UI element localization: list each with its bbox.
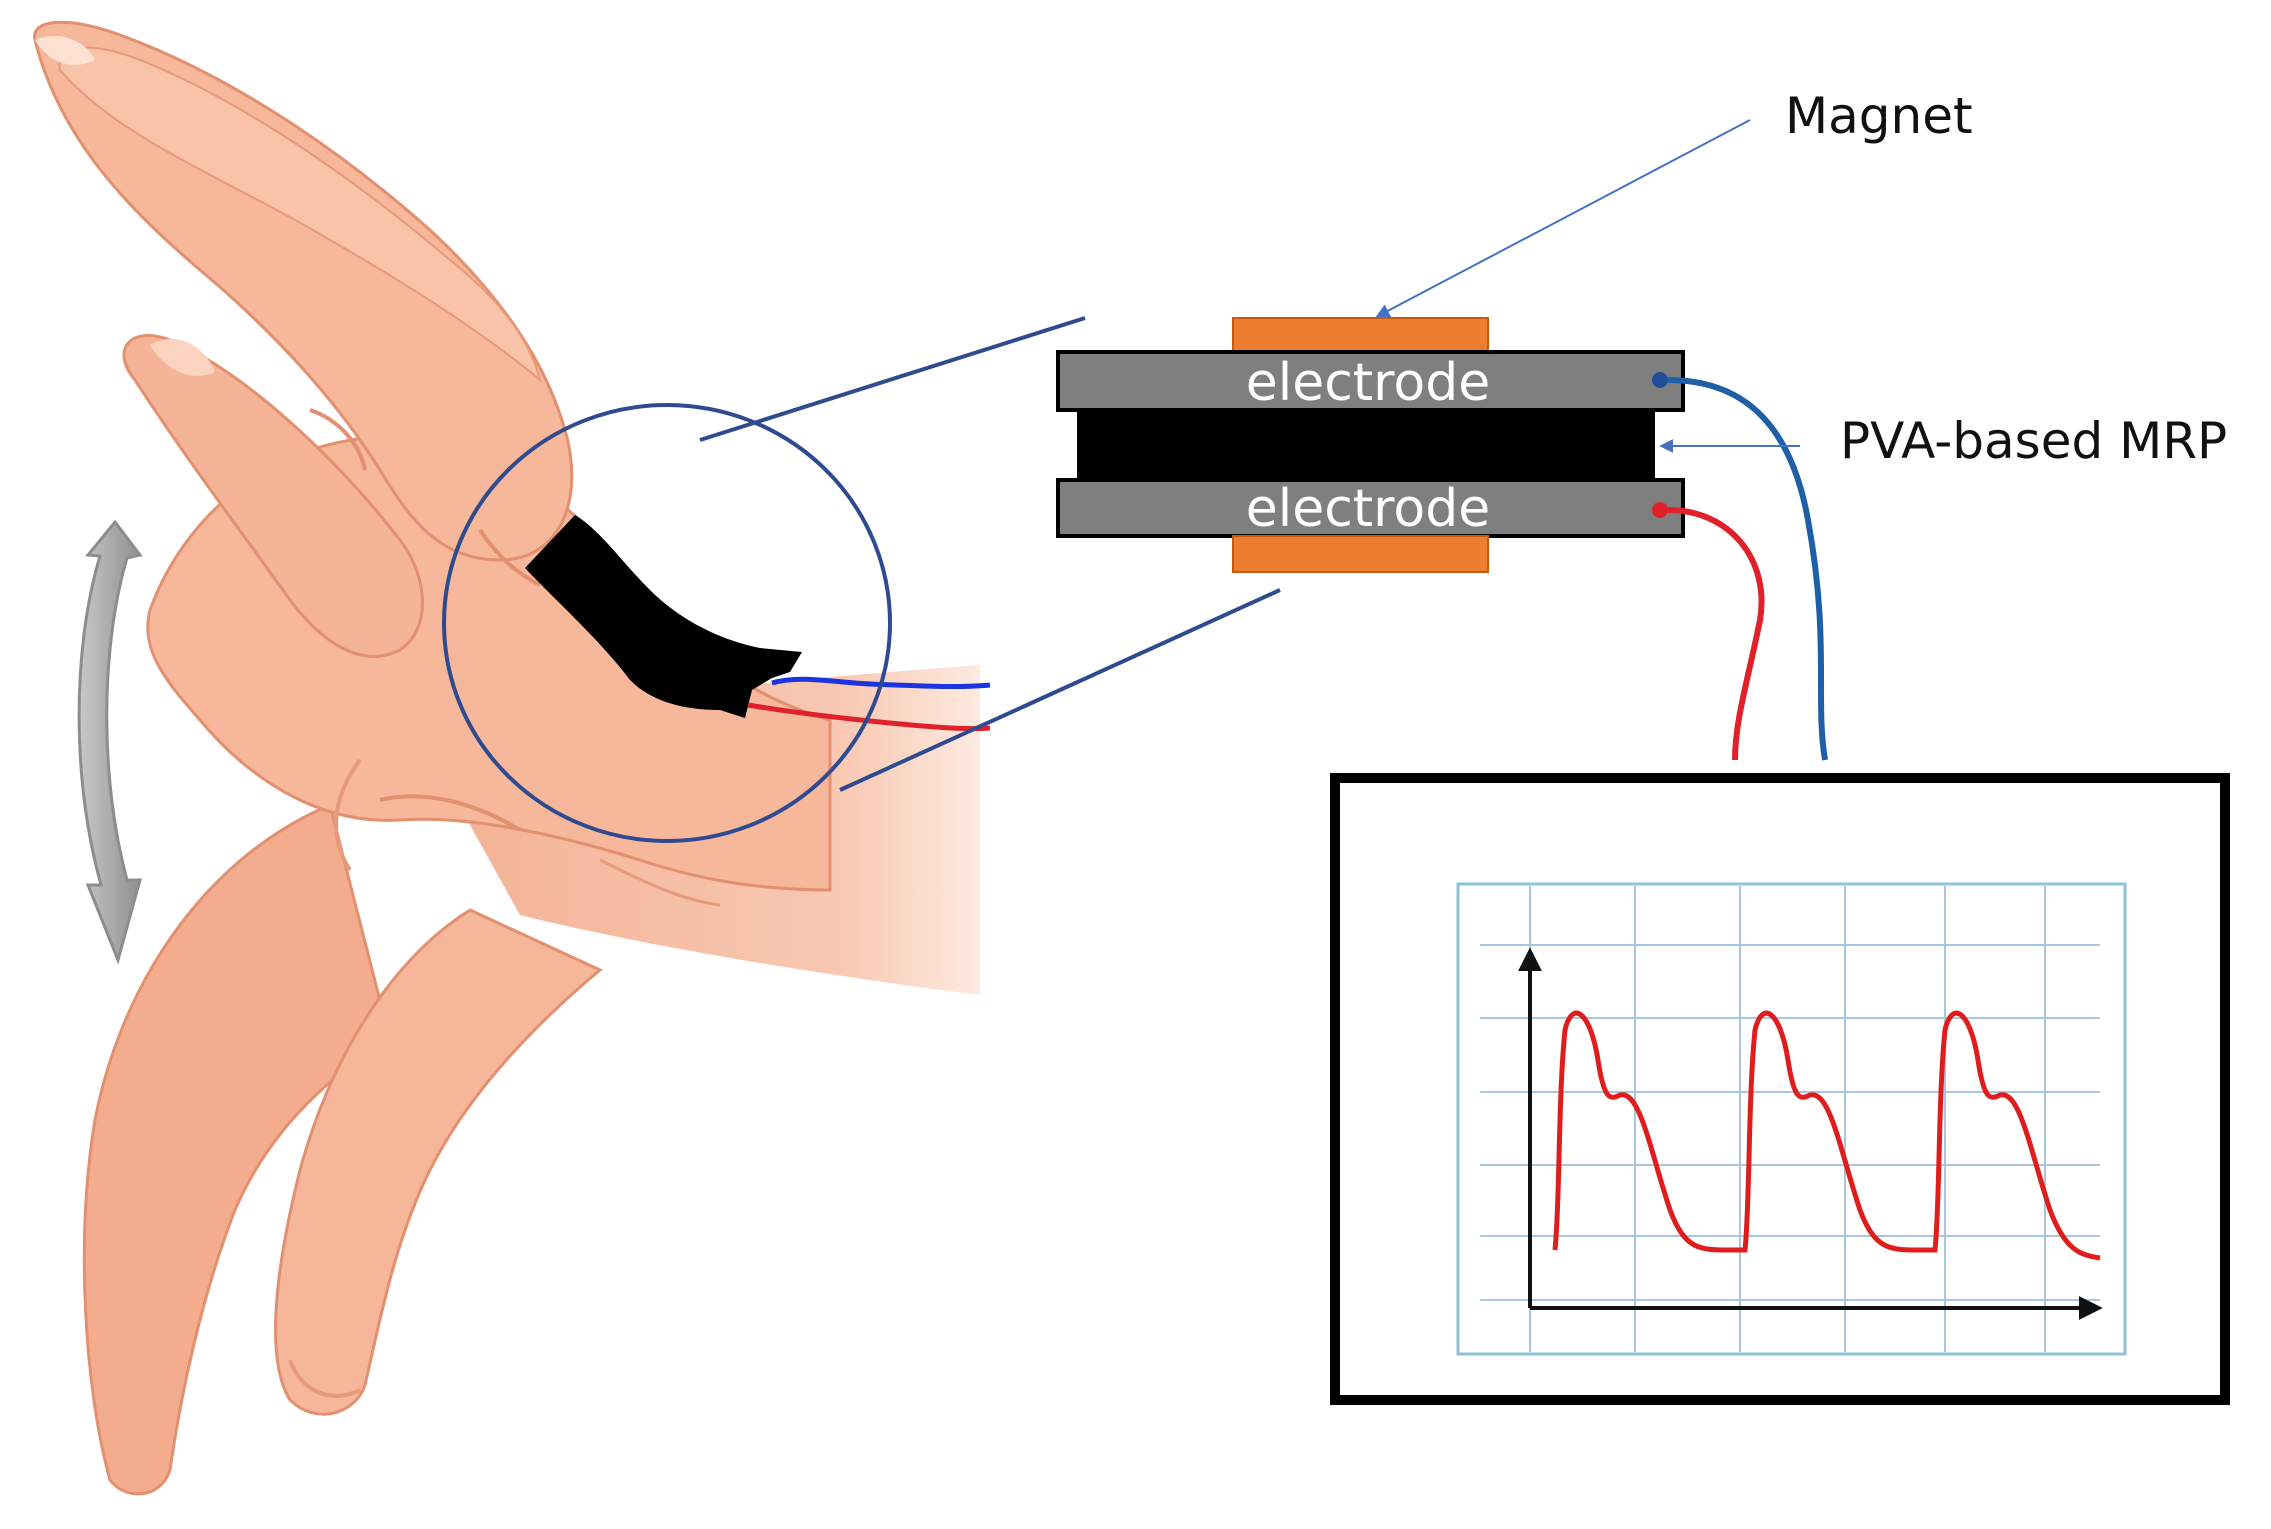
signal-monitor [1330,773,2230,1405]
signal-trace [1552,1010,2101,1261]
wire-red [1667,507,1765,761]
magnet-pointer [1375,119,1751,318]
hand-wire-blue [771,676,991,690]
sensor-stack: electrode electrode [1056,317,1685,573]
electrode-top [1056,350,1685,412]
zoom-line-top [699,316,1086,442]
wire-blue [1667,377,1828,761]
zoom-line-bottom [839,588,1281,792]
plot-area [1456,882,2127,1356]
terminal-blue [1652,372,1668,388]
hand-wire-red [747,702,991,732]
hand-illustration [33,20,980,1496]
magnet-top [1232,317,1489,355]
mrp-layer [1077,410,1655,480]
electrode-top-label: electrode [1246,353,1490,413]
double-headed-curved-arrow-icon [77,519,143,965]
electrode-bottom-label: electrode [1246,479,1490,539]
mrp-label: PVA-based MRP [1840,412,2227,470]
magnet-bottom [1232,535,1489,573]
magnet-label: Magnet [1785,87,1973,145]
sensor-patch [525,515,802,718]
zoom-circle [442,403,892,843]
terminal-red [1652,502,1668,518]
